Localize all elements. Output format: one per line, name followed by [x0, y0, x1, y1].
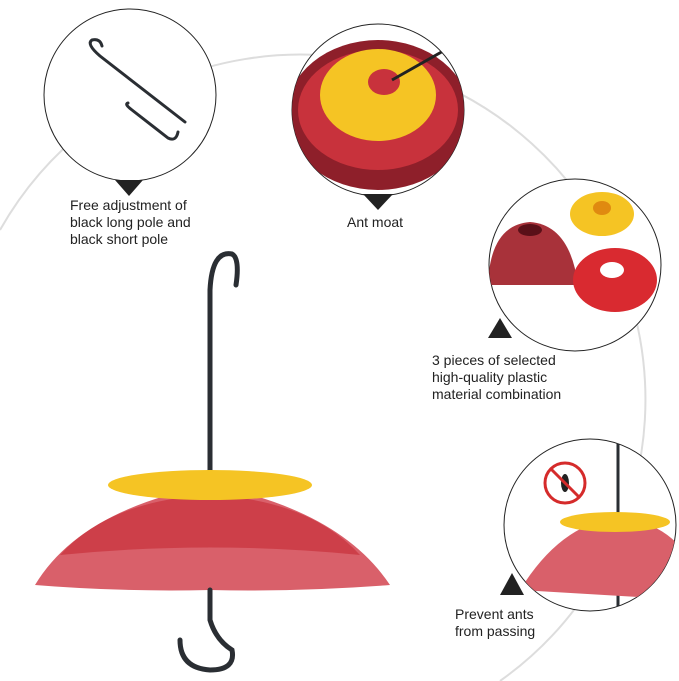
ant-moat-circle [291, 23, 465, 197]
top-hook-icon [207, 251, 240, 483]
main-feeder-image [35, 251, 390, 673]
caption-line: Prevent ants [455, 606, 534, 622]
bottom-hook-icon [177, 587, 236, 673]
hooks-detail-circle [43, 8, 217, 182]
caption-line: black long pole and [70, 214, 191, 230]
caption-pieces: 3 pieces of selected high-quality plasti… [432, 352, 561, 403]
caption-hooks: Free adjustment of black long pole and b… [70, 197, 191, 248]
caption-moat: Ant moat [347, 214, 403, 231]
caption-line: from passing [455, 623, 536, 639]
caption-ants: Prevent ants from passing [455, 606, 535, 640]
pointer-triangle-icon [500, 573, 524, 595]
pieces-circle [488, 178, 662, 352]
caption-line: material combination [432, 386, 562, 402]
prevent-ants-circle [503, 438, 677, 612]
long-hook-icon [88, 38, 187, 124]
caption-line: Free adjustment of [70, 197, 187, 213]
pointer-triangle-icon [488, 318, 512, 338]
pointer-triangle-icon [363, 194, 393, 210]
caption-line: high-quality plastic [432, 369, 548, 385]
short-hook-icon [125, 101, 180, 141]
caption-line: 3 pieces of selected [432, 352, 556, 368]
caption-line: black short pole [70, 231, 169, 247]
pointer-triangle-icon [115, 180, 143, 196]
caption-line: Ant moat [347, 214, 404, 230]
